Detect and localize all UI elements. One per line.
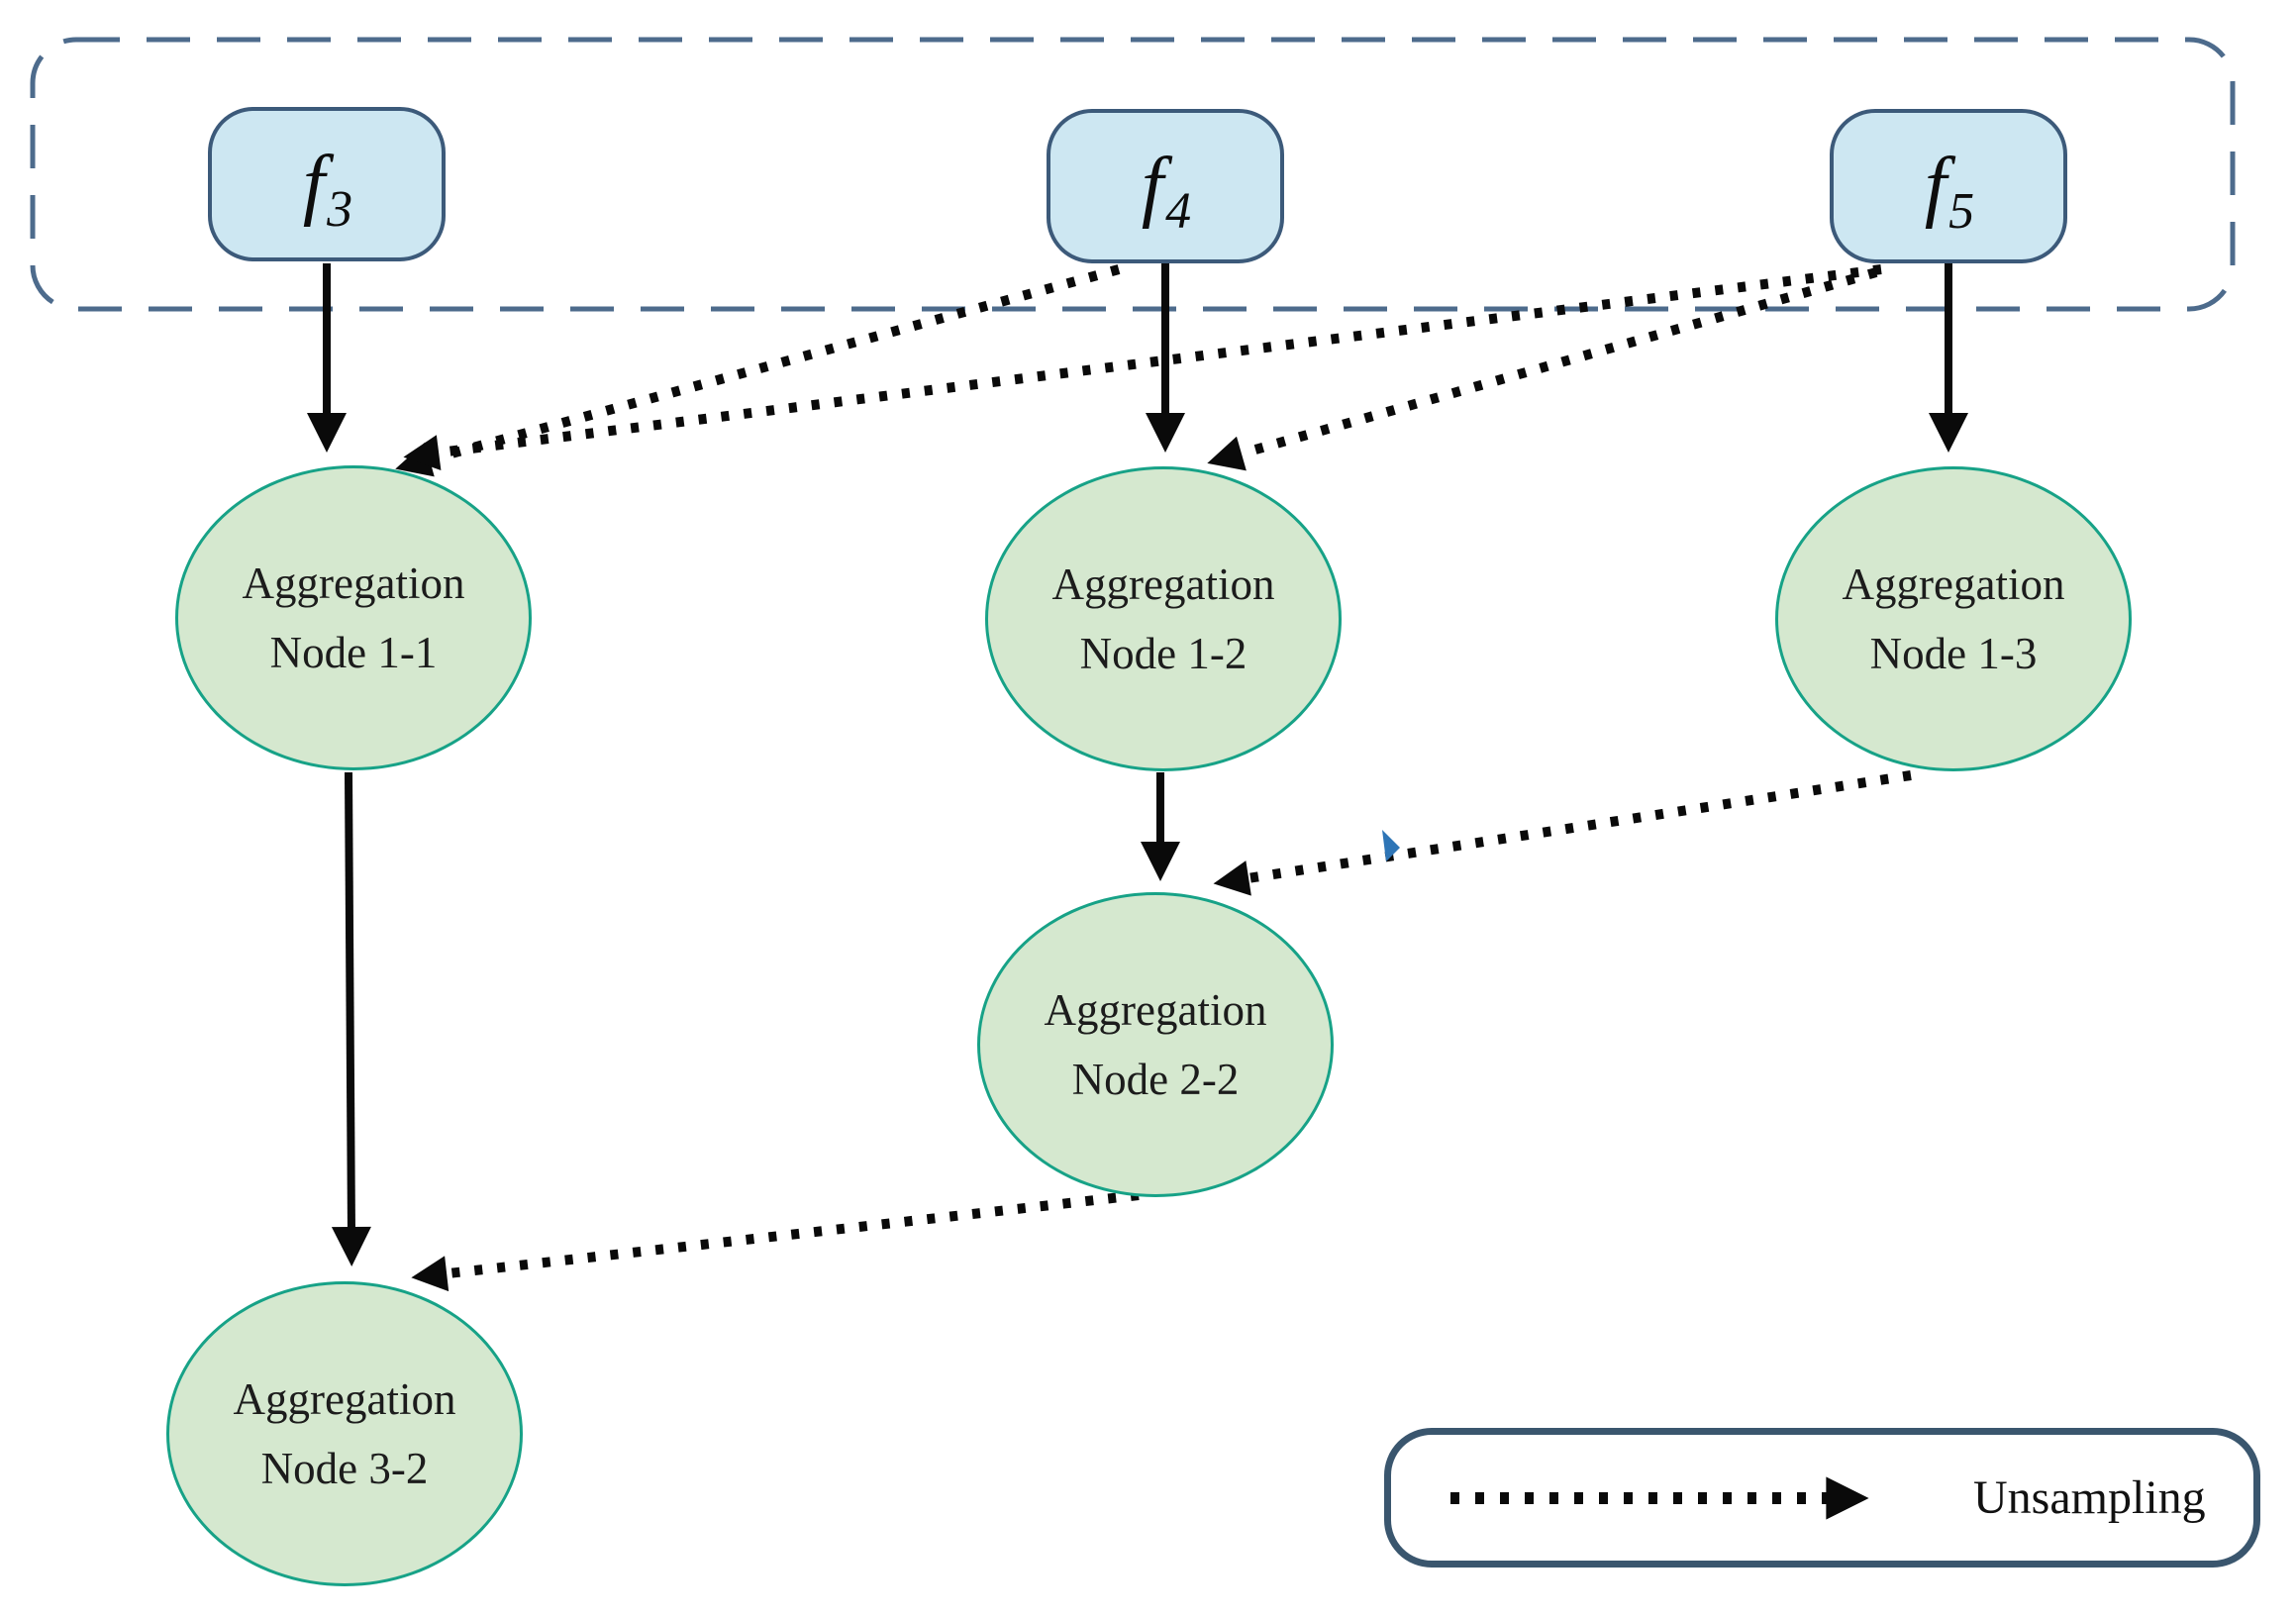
node-label-line1: Aggregation — [1051, 559, 1275, 609]
aggregation-node-1-2: Aggregation Node 1-2 — [985, 466, 1342, 771]
node-label-line2: Node 1-3 — [1869, 629, 2038, 678]
node-label-line1: Aggregation — [242, 558, 465, 608]
node-label-line1: Aggregation — [1044, 985, 1267, 1035]
aggregation-node-2-2: Aggregation Node 2-2 — [977, 892, 1334, 1197]
aggregation-node-3-2: Aggregation Node 3-2 — [166, 1281, 523, 1586]
node-label-line2: Node 1-2 — [1079, 629, 1248, 678]
aggregation-node-1-1: Aggregation Node 1-1 — [175, 465, 532, 770]
unsampling-edge-f5-to-node-1-1 — [403, 264, 1882, 470]
node-label-line1: Aggregation — [233, 1374, 456, 1424]
unsampling-edge-node-2-2-to-node-3-2 — [411, 1190, 1140, 1292]
node-label-line2: Node 3-2 — [260, 1444, 429, 1493]
legend: Unsampling — [1384, 1428, 2260, 1568]
node-label-line2: Node 1-1 — [269, 628, 438, 677]
edge-node-1-1-to-node-3-2 — [331, 771, 371, 1266]
node-label-line2: Node 2-2 — [1071, 1055, 1240, 1104]
blue-artifact-mark — [1382, 830, 1400, 861]
legend-label: Unsampling — [1973, 1471, 2206, 1524]
aggregation-node-1-3: Aggregation Node 1-3 — [1775, 466, 2132, 771]
unsampling-edge-f5-to-node-1-2 — [1207, 267, 1878, 471]
unsampling-edge-node-1-3-to-node-2-2 — [1213, 770, 1912, 896]
unsampling-edge-f4-to-node-1-1 — [395, 264, 1121, 477]
unsampling-arrow-icon — [1450, 1475, 1869, 1520]
node-label-line1: Aggregation — [1842, 559, 2065, 609]
